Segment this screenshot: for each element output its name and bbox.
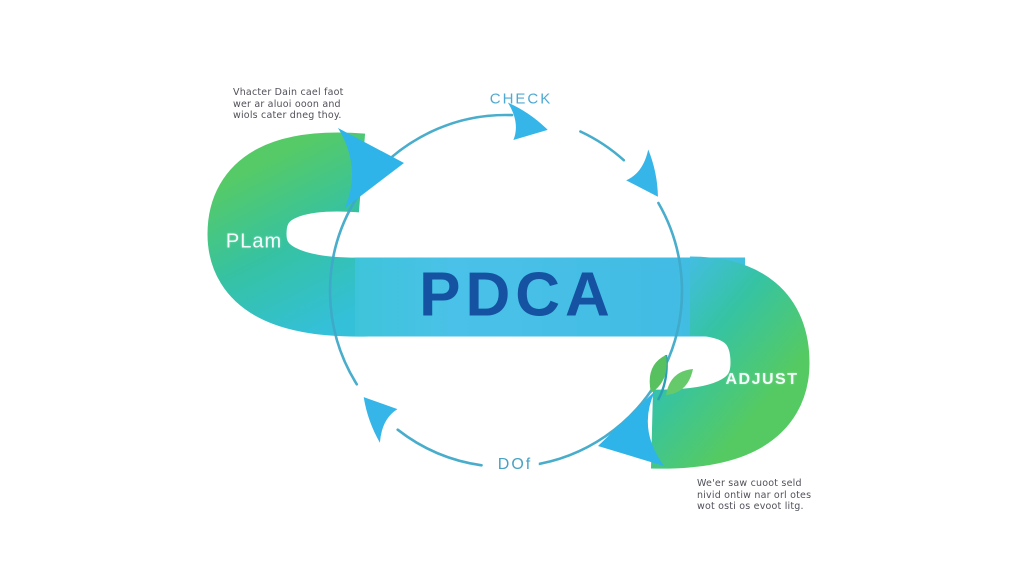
annotation-line: We'er saw cuoot seld [697,478,802,489]
ribbon-arrow-plan-tip [338,128,404,208]
ribbon-arrow-adjust-tip [598,391,664,466]
annotation-line: wot osti os evoot litg. [697,501,804,513]
cycle-arrow-bottom-left [349,386,406,443]
cycle-arrow-top [501,102,552,146]
ribbon-adjust-loop [651,256,810,469]
stage-label-plan: PLam [225,230,283,253]
page-title: PDCA [419,260,615,330]
stage-label-do: DOf [490,455,540,475]
cycle-arrow-top-right [619,149,675,207]
ribbon-plan-loop [207,132,430,337]
annotation-line: wiols cater dneg thoy. [233,110,342,122]
annotation-line: Vhacter Dain cael faot [233,87,344,98]
stage-label-check: CHECK [489,90,553,108]
annotation-bottom-right: We'er saw cuoot seld nivid ontiw nar orl… [697,478,811,513]
leaf-icon [649,354,693,401]
annotation-line: nivid ontiw nar orl otes [697,489,812,501]
annotation-line: wer ar aluoi ooon and [233,98,341,110]
stage-label-adjust: ADJUST [725,371,799,388]
annotation-top-left: Vhacter Dain cael faot wer ar aluoi ooon… [233,87,344,122]
